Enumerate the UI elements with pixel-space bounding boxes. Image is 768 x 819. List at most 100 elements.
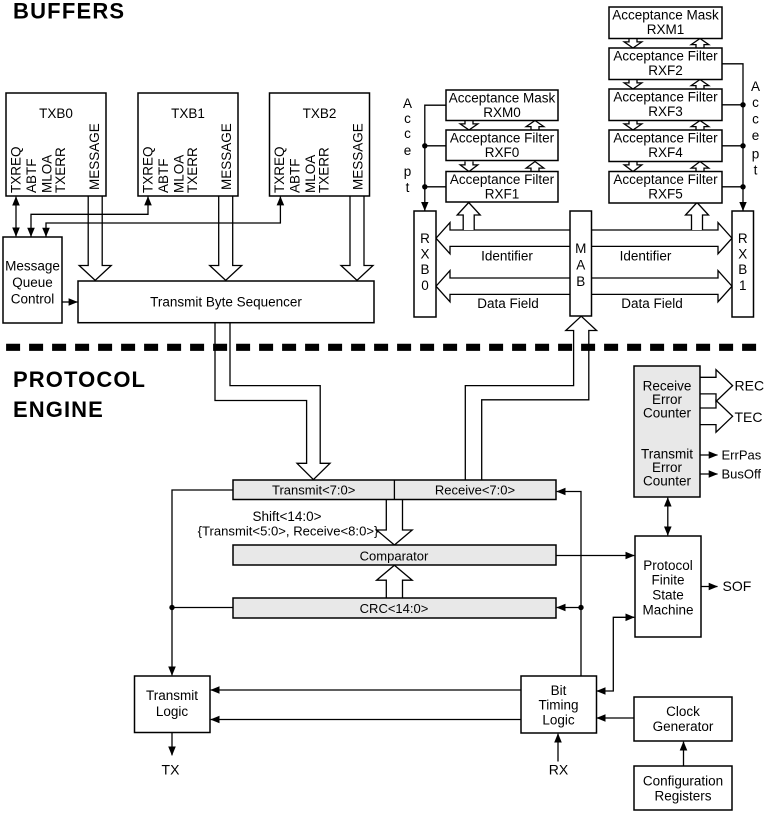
svg-text:B: B <box>420 262 429 277</box>
svg-text:RXF4: RXF4 <box>648 145 683 160</box>
svg-text:Transmit<7:0>: Transmit<7:0> <box>272 483 355 498</box>
svg-text:Message: Message <box>5 258 60 273</box>
svg-text:MLOA: MLOA <box>303 155 318 193</box>
svg-text:MLOA: MLOA <box>171 155 186 193</box>
svg-text:c: c <box>752 112 759 127</box>
svg-text:p: p <box>404 164 412 179</box>
svg-text:BusOff: BusOff <box>722 467 762 482</box>
svg-text:Comparator: Comparator <box>360 548 429 563</box>
svg-text:t: t <box>754 163 758 178</box>
svg-text:Error: Error <box>652 460 683 475</box>
svg-text:Configuration: Configuration <box>643 774 723 789</box>
svg-text:{Transmit<5:0>, Receive<8:0>}: {Transmit<5:0>, Receive<8:0>} <box>198 523 379 538</box>
svg-text:RXF5: RXF5 <box>648 187 683 202</box>
svg-text:Registers: Registers <box>654 789 711 804</box>
svg-text:CRC<14:0>: CRC<14:0> <box>360 601 429 616</box>
svg-text:p: p <box>752 147 760 162</box>
svg-text:Acceptance Filter: Acceptance Filter <box>613 90 718 105</box>
svg-text:MESSAGE: MESSAGE <box>351 123 366 190</box>
svg-text:R: R <box>738 231 748 246</box>
svg-text:X: X <box>738 247 747 262</box>
svg-text:c: c <box>404 126 411 141</box>
svg-text:RX: RX <box>549 762 569 778</box>
svg-text:Acceptance Filter: Acceptance Filter <box>450 131 555 146</box>
svg-text:Error: Error <box>652 392 683 407</box>
svg-text:Clock: Clock <box>666 704 700 719</box>
svg-text:Timing: Timing <box>538 698 578 713</box>
svg-text:ENGINE: ENGINE <box>13 397 104 422</box>
svg-text:Data Field: Data Field <box>621 296 683 311</box>
svg-text:A: A <box>403 96 412 111</box>
svg-text:TXREQ: TXREQ <box>9 146 24 193</box>
svg-text:0: 0 <box>421 278 429 293</box>
svg-text:Machine: Machine <box>642 602 693 617</box>
svg-text:Receive<7:0>: Receive<7:0> <box>435 483 515 498</box>
svg-text:MESSAGE: MESSAGE <box>87 123 102 190</box>
svg-text:TXB1: TXB1 <box>171 106 205 121</box>
svg-text:RXF1: RXF1 <box>485 187 520 202</box>
svg-text:Logic: Logic <box>156 704 189 719</box>
svg-text:RXF2: RXF2 <box>648 63 683 78</box>
svg-text:B: B <box>738 262 747 277</box>
svg-text:Acceptance Mask: Acceptance Mask <box>449 91 556 106</box>
svg-text:Counter: Counter <box>643 405 692 420</box>
svg-text:A: A <box>576 257 585 272</box>
svg-text:PROTOCOL: PROTOCOL <box>13 367 146 392</box>
svg-text:c: c <box>752 95 759 110</box>
svg-text:MLOA: MLOA <box>39 155 54 193</box>
svg-text:Queue: Queue <box>12 275 53 290</box>
svg-text:TXB2: TXB2 <box>303 106 337 121</box>
svg-text:Generator: Generator <box>653 719 714 734</box>
svg-text:TEC: TEC <box>735 409 763 425</box>
svg-text:ABTF: ABTF <box>24 158 39 193</box>
svg-text:Acceptance Filter: Acceptance Filter <box>613 131 718 146</box>
svg-text:RXF0: RXF0 <box>485 145 520 160</box>
svg-text:e: e <box>404 143 412 158</box>
svg-text:M: M <box>575 241 586 256</box>
svg-text:TXREQ: TXREQ <box>141 146 156 193</box>
svg-text:TXERR: TXERR <box>185 147 200 193</box>
svg-text:R: R <box>420 231 430 246</box>
svg-text:c: c <box>404 111 411 126</box>
svg-text:Acceptance Mask: Acceptance Mask <box>612 8 719 23</box>
svg-text:SOF: SOF <box>723 578 752 594</box>
svg-text:RXF3: RXF3 <box>648 104 683 119</box>
svg-text:Transmit Byte Sequencer: Transmit Byte Sequencer <box>150 294 302 309</box>
svg-text:Logic: Logic <box>542 712 575 727</box>
svg-text:Bit: Bit <box>551 683 567 698</box>
svg-text:Counter: Counter <box>643 473 692 488</box>
svg-text:BUFFERS: BUFFERS <box>13 0 125 24</box>
svg-text:TX: TX <box>162 762 181 778</box>
svg-text:1: 1 <box>739 278 747 293</box>
svg-text:Control: Control <box>11 291 55 306</box>
svg-text:Transmit: Transmit <box>146 688 198 703</box>
svg-text:RXM0: RXM0 <box>483 105 521 120</box>
svg-text:ABTF: ABTF <box>288 158 303 193</box>
svg-text:ABTF: ABTF <box>156 158 171 193</box>
svg-text:TXB0: TXB0 <box>39 106 73 121</box>
svg-text:Shift<14:0>: Shift<14:0> <box>252 509 321 524</box>
svg-text:Transmit: Transmit <box>641 446 693 461</box>
svg-text:e: e <box>752 128 760 143</box>
svg-text:Finite: Finite <box>651 573 684 588</box>
svg-text:Protocol: Protocol <box>643 558 693 573</box>
svg-text:Data Field: Data Field <box>477 296 539 311</box>
svg-text:X: X <box>420 247 429 262</box>
svg-text:Identifier: Identifier <box>481 249 533 264</box>
svg-text:MESSAGE: MESSAGE <box>219 123 234 190</box>
svg-text:Acceptance Filter: Acceptance Filter <box>613 49 718 64</box>
svg-text:State: State <box>652 588 684 603</box>
svg-text:Receive: Receive <box>643 378 692 393</box>
svg-text:Identifier: Identifier <box>620 249 672 264</box>
svg-text:B: B <box>576 274 585 289</box>
svg-text:Acceptance Filter: Acceptance Filter <box>613 172 718 187</box>
svg-text:t: t <box>406 180 410 195</box>
svg-text:TXERR: TXERR <box>53 147 68 193</box>
svg-text:TXERR: TXERR <box>317 147 332 193</box>
svg-text:RXM1: RXM1 <box>647 22 685 37</box>
svg-text:ErrPas: ErrPas <box>722 448 762 463</box>
svg-text:Acceptance Filter: Acceptance Filter <box>450 172 555 187</box>
svg-text:REC: REC <box>735 377 765 393</box>
svg-text:TXREQ: TXREQ <box>272 146 287 193</box>
svg-text:A: A <box>751 79 760 94</box>
